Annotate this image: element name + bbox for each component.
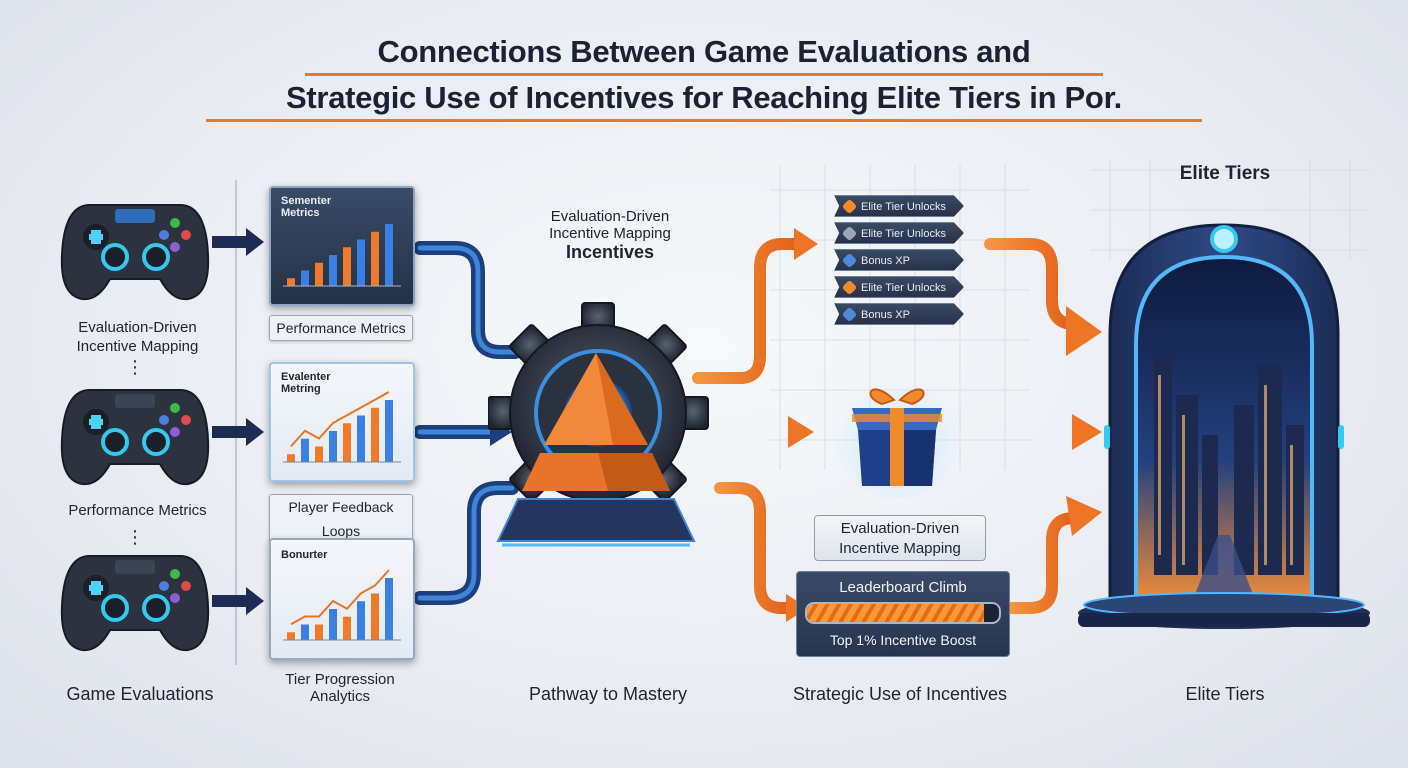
chart-bars [283, 224, 401, 287]
center-label-bold: Incentives [565, 242, 655, 262]
chart-bar [315, 262, 323, 286]
chart-tag-2: Player Feedback Loops [269, 494, 413, 544]
badge-label: Elite Tier Unlocks [861, 228, 946, 240]
chart-panel-3: Bonurter [269, 538, 415, 660]
chart-bar [385, 224, 393, 286]
center-label: Evaluation-Driven Incentive Mapping [549, 208, 671, 242]
chart-tag-3: Tier Progression Analytics [285, 671, 395, 705]
mapping-box: Evaluation-Driven Incentive Mapping [814, 515, 986, 561]
chart-bar [329, 609, 337, 640]
chart-bars [283, 391, 401, 463]
chart-bars [283, 569, 401, 641]
left-label-mapping: Evaluation-Driven Incentive Mapping [76, 319, 199, 355]
badge-label: Elite Tier Unlocks [861, 201, 946, 213]
incentive-badge: Elite Tier Unlocks [834, 276, 964, 298]
chart-title: Sementer Metrics [281, 195, 332, 219]
vertical-dots: ⋮ [126, 527, 144, 547]
shield-icon [841, 279, 858, 296]
chart-bar [385, 400, 393, 462]
leaderboard-title: Leaderboard Climb [839, 579, 967, 596]
chart-trend-line [290, 391, 390, 447]
chart-tag-1: Performance Metrics [269, 315, 413, 341]
leaderboard-progress-fill [807, 604, 984, 622]
chart-bar [287, 278, 295, 286]
column-label-elite: Elite Tiers [1185, 684, 1265, 704]
chart-bar [287, 632, 295, 640]
column-label-strategic: Strategic Use of Incentives [792, 684, 1008, 704]
chart-bar [315, 446, 323, 462]
chart-bar [343, 247, 351, 286]
incentive-badge: Bonus XP [834, 249, 964, 271]
incentive-badge: Elite Tier Unlocks [834, 195, 964, 217]
chart-bar [357, 239, 365, 286]
column-label-game-evaluations: Game Evaluations [66, 684, 214, 704]
badge-label: Bonus XP [861, 255, 910, 267]
chart-bar [301, 624, 309, 640]
chart-bar [287, 454, 295, 462]
shield-icon [841, 252, 858, 269]
chart-bar [329, 431, 337, 462]
chart-bar [343, 423, 351, 462]
column-label-pathway: Pathway to Mastery [528, 684, 688, 704]
chart-bar [357, 415, 365, 462]
leaderboard-card: Leaderboard Climb Top 1% Incentive Boost [796, 571, 1010, 657]
chart-panel-1: Sementer Metrics [269, 186, 415, 306]
gamepad-icon [60, 389, 210, 486]
left-label-metrics: Performance Metrics [68, 502, 207, 519]
chart-bar [329, 255, 337, 286]
chart-panel-2: Evalenter Metring [269, 362, 415, 482]
chart-bar [301, 438, 309, 462]
title-line-2: Strategic Use of Incentives for Reaching… [286, 80, 1122, 115]
chart-bar [371, 231, 379, 286]
vertical-dots: ⋮ [126, 357, 144, 377]
chart-bar [371, 407, 379, 462]
gamepad-icon [60, 555, 210, 652]
chart-bar [371, 593, 379, 640]
chart-bar [343, 616, 351, 640]
shield-icon [841, 306, 858, 323]
shield-icon [841, 198, 858, 215]
chart-title: Bonurter [281, 549, 328, 561]
title-underline-2 [206, 119, 1202, 122]
elite-heading: Elite Tiers [1179, 163, 1271, 184]
chart-bar [315, 624, 323, 640]
gift-box-icon [835, 376, 959, 498]
chart-trend-line [290, 569, 390, 626]
leaderboard-progress-bar [805, 602, 1001, 624]
badge-label: Bonus XP [861, 309, 910, 321]
chart-bar [301, 270, 309, 286]
leaderboard-subtitle: Top 1% Incentive Boost [829, 632, 977, 648]
title-underline-1 [305, 73, 1103, 76]
incentive-badge: Elite Tier Unlocks [834, 222, 964, 244]
badge-label: Elite Tier Unlocks [861, 282, 946, 294]
gear-pyramid-icon [488, 302, 709, 547]
incentive-badge: Bonus XP [834, 303, 964, 325]
title-line-1: Connections Between Game Evaluations and [377, 34, 1031, 69]
gamepad-icon [60, 204, 210, 301]
chart-title: Evalenter Metring [281, 371, 331, 395]
chart-bar [357, 601, 365, 640]
shield-icon [841, 225, 858, 242]
city-portal-icon [1078, 223, 1370, 629]
chart-bar [385, 578, 393, 640]
